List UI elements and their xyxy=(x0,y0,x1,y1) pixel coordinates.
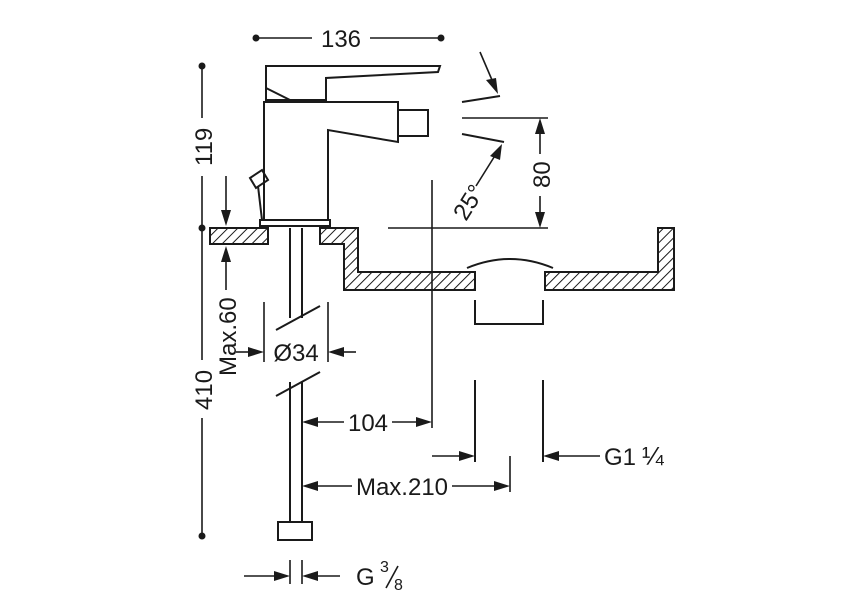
popup-rod xyxy=(257,185,263,221)
reference-lines xyxy=(263,117,548,492)
dim-34-arrow-right xyxy=(328,347,344,357)
dim-80-arrow-top xyxy=(535,118,545,134)
dim-410-label: 410 xyxy=(191,370,218,410)
break-mark-top xyxy=(275,305,321,331)
hose-nut xyxy=(277,521,313,541)
handle-edge xyxy=(265,87,291,101)
angle-arrow-upper xyxy=(486,78,498,94)
dim-spout-offset: 104 xyxy=(302,410,432,437)
dim-max60-arrow-top xyxy=(221,210,231,226)
dim-g38-arrow-left xyxy=(274,571,290,581)
dim-210-label: Max.210 xyxy=(356,474,448,501)
dim-width-dot-right xyxy=(437,34,445,42)
dim-34-label: Ø34 xyxy=(273,340,318,367)
supply-hose xyxy=(275,228,321,541)
dim-g114-label: G1 xyxy=(604,444,636,471)
dim-waste-thread: G1 ¼ xyxy=(432,441,664,471)
dim-g38-arrow-right xyxy=(302,571,318,581)
dim-104-arrow-left xyxy=(302,417,318,427)
deck-right xyxy=(319,227,476,291)
jet-angle-label: 25° xyxy=(448,180,490,225)
jet-line-lower xyxy=(461,133,505,143)
dim-g38-fraction-bar xyxy=(385,565,399,589)
dim-jet-height: 80 xyxy=(529,118,556,228)
dim-max60-label: Max.60 xyxy=(215,297,242,376)
dim-g114-arrow-left xyxy=(459,451,475,461)
dim-g114-arrow-right xyxy=(543,451,559,461)
angle-arrow-lower xyxy=(490,144,502,160)
dim-width-dot-left xyxy=(252,34,260,42)
angle-leader-lower xyxy=(475,153,497,187)
jet-angle-group: 25° xyxy=(448,51,505,225)
dim-g38-label: G xyxy=(356,564,375,591)
drain-body xyxy=(474,300,544,325)
dim-deck-max: Max.60 xyxy=(215,176,242,376)
jet-line-upper xyxy=(461,95,501,103)
bowl-right-wall xyxy=(544,227,675,291)
dim-119-dot xyxy=(198,62,206,70)
dim-g38-numerator: 3 xyxy=(380,559,389,576)
dim-104-arrow-right xyxy=(416,417,432,427)
dim-g38-denominator: 8 xyxy=(394,577,403,594)
dim-total-height: 410 xyxy=(191,224,218,540)
dim-spout-height: 119 xyxy=(191,62,218,228)
faucet-body xyxy=(248,65,442,227)
drain-plug-cap xyxy=(466,258,554,269)
dim-80-arrow-bottom xyxy=(535,212,545,228)
angle-leader-upper xyxy=(479,51,493,81)
dim-410-dot-bottom xyxy=(198,532,206,540)
dim-g114-fraction: ¼ xyxy=(642,441,664,471)
dim-max60-arrow-bottom xyxy=(221,246,231,262)
dim-hole-diameter: Ø34 xyxy=(236,340,356,367)
dim-34-arrow-left xyxy=(248,347,264,357)
faucet-base xyxy=(259,219,331,227)
dim-104-label: 104 xyxy=(348,410,388,437)
dim-inlet-thread: G 3 8 xyxy=(244,559,403,594)
dim-80-label: 80 xyxy=(529,161,556,188)
dim-210-arrow-left xyxy=(302,481,318,491)
deck-left xyxy=(209,227,269,245)
faucet-spout xyxy=(263,101,429,221)
dim-width-label: 136 xyxy=(321,26,361,53)
bidet-section xyxy=(209,227,675,462)
break-mark-bottom xyxy=(275,371,321,397)
popup-lever xyxy=(248,168,270,190)
dim-max-reach: Max.210 xyxy=(302,474,510,501)
dim-width-top: 136 xyxy=(252,26,445,53)
faucet-handle xyxy=(265,65,442,101)
dim-210-arrow-right xyxy=(494,481,510,491)
dim-119-label: 119 xyxy=(191,128,218,166)
dim-410-dot-top xyxy=(198,224,206,232)
